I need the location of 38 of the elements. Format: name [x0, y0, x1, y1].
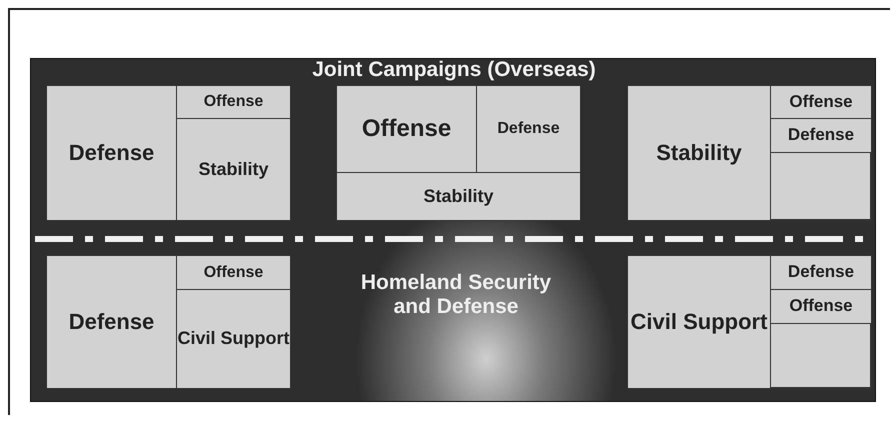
mission-box: [176, 289, 291, 389]
mission-box: [770, 255, 872, 290]
group-box: [46, 85, 291, 221]
box-label: Offense: [789, 297, 853, 316]
mission-box: [176, 255, 291, 290]
box-label: Offense: [789, 92, 853, 112]
box-label: Civil Support: [178, 329, 290, 349]
band-heading: Homeland Security and Defense: [360, 271, 552, 320]
box-label: Offense: [204, 93, 264, 111]
panel-heading: Joint Campaigns (Overseas): [311, 58, 597, 82]
mission-box: [336, 172, 581, 221]
mission-box: [770, 289, 872, 324]
mission-box: [770, 118, 872, 153]
group-box: [627, 85, 872, 221]
box-label: Offense: [362, 116, 452, 142]
mission-box: [336, 85, 477, 173]
box-label: Defense: [788, 263, 854, 282]
mission-box: [46, 255, 177, 389]
mission-box: [46, 85, 177, 221]
box-label: Stability: [198, 160, 268, 180]
box-label: Offense: [204, 264, 264, 282]
mission-box: [176, 118, 291, 221]
mission-box: [627, 255, 771, 389]
mission-box: [176, 85, 291, 119]
box-label: Civil Support: [630, 310, 768, 334]
box-label: Defense: [788, 126, 854, 145]
mission-box: [627, 85, 771, 221]
group-box: [627, 255, 872, 389]
box-label: Defense: [68, 310, 154, 334]
mission-box: [770, 85, 872, 119]
box-label: Defense: [497, 120, 560, 138]
group-box: [46, 255, 291, 389]
group-box: [336, 85, 581, 221]
box-label: Stability: [656, 140, 742, 166]
box-label: Stability: [423, 186, 494, 206]
mission-box: [476, 85, 581, 173]
dark-panel: [30, 58, 876, 402]
box-label: Defense: [68, 140, 154, 166]
